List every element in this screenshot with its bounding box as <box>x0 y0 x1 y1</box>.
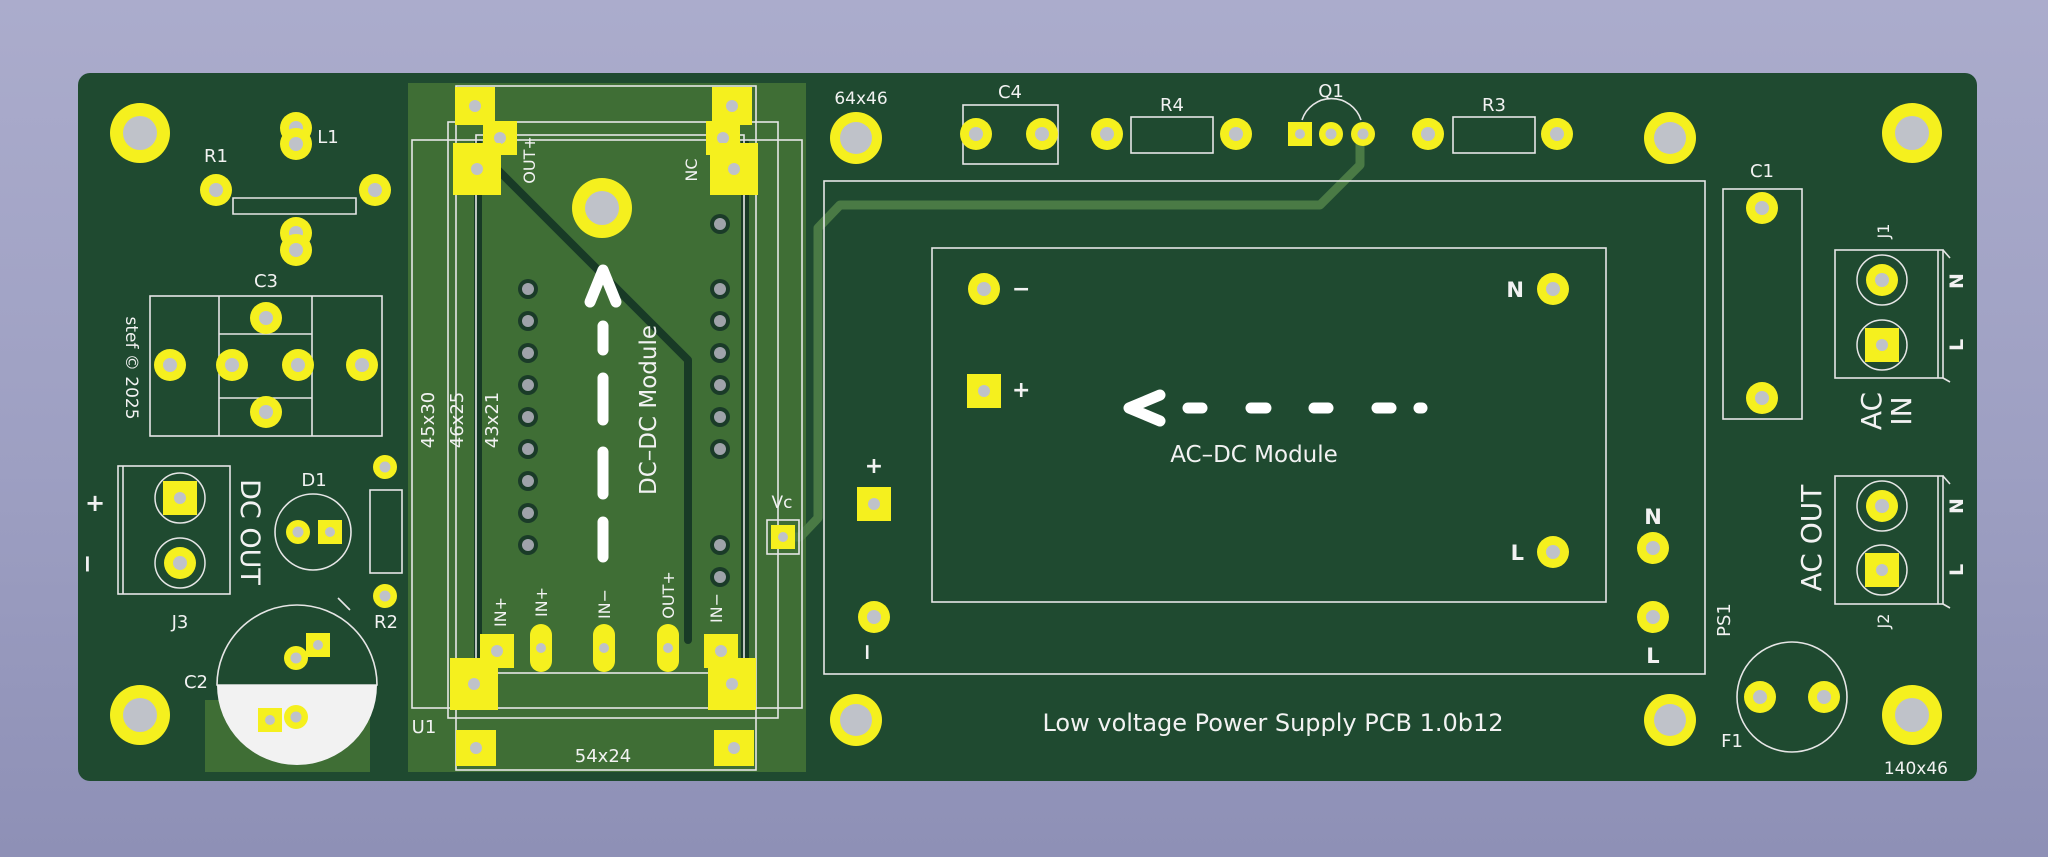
ac-in-title-line1: AC <box>1855 392 1888 430</box>
ac-in-n: N <box>1946 273 1968 289</box>
board-size-label: 140x46 <box>1884 759 1948 779</box>
pin-vc: Vc <box>772 493 793 513</box>
acdc-pin-plus: + <box>1012 378 1030 403</box>
mount-size-label: 64x46 <box>834 89 887 109</box>
pin-in-minus-b: IN− <box>707 593 726 623</box>
label-c4: C4 <box>998 82 1022 103</box>
ac-out-n: N <box>1946 498 1968 514</box>
label-c1: C1 <box>1750 161 1774 182</box>
ac-in-l: L <box>1946 339 1968 351</box>
acdc-module-label: AC–DC Module <box>1170 442 1338 468</box>
pin-out-plus-top: OUT+ <box>520 136 539 183</box>
dcdc-module-label: DC–DC Module <box>636 325 662 495</box>
acdc-pin-l: L <box>1511 541 1524 565</box>
silkscreen-outlines <box>117 85 1951 771</box>
pads <box>154 87 1899 766</box>
label-d1: D1 <box>301 470 326 491</box>
label-r3: R3 <box>1482 95 1506 116</box>
label-j3: J3 <box>171 612 189 633</box>
pin-nc: NC <box>682 158 701 181</box>
acdc-pin-n: N <box>1506 278 1524 302</box>
silkscreen-text: Low voltage Power Supply PCB 1.0b12 140x… <box>73 81 1968 779</box>
dc-out-title: DC OUT <box>234 479 265 585</box>
traces <box>778 130 1365 542</box>
acdc-outer-minus: − <box>855 643 880 661</box>
label-l1: L1 <box>317 127 338 148</box>
label-r4: R4 <box>1160 95 1184 116</box>
pin-in-minus-a: IN− <box>595 589 614 619</box>
label-u1: U1 <box>412 717 437 738</box>
ac-out-l: L <box>1946 564 1968 576</box>
acdc-outer-n: N <box>1644 505 1662 529</box>
acdc-outer-plus: + <box>865 454 883 479</box>
ac-in-title-line2: IN <box>1885 396 1918 425</box>
board-title: Low voltage Power Supply PCB 1.0b12 <box>1042 709 1503 737</box>
label-c2: C2 <box>184 672 208 693</box>
acdc-outer-l: L <box>1646 644 1659 668</box>
screw-rings <box>154 254 1908 596</box>
label-j2: J2 <box>1874 614 1893 630</box>
label-ps1: PS1 <box>1714 603 1735 637</box>
label-j1: J1 <box>1874 224 1893 240</box>
copyright-text: stef © 2025 <box>121 316 141 419</box>
label-r1: R1 <box>204 146 228 167</box>
label-c3: C3 <box>254 271 278 292</box>
acdc-pin-minus: − <box>1012 277 1030 302</box>
ac-out-title: AC OUT <box>1795 484 1828 592</box>
dcdc-flow-arrow <box>584 264 622 563</box>
dc-out-minus: − <box>73 554 101 574</box>
dcdc-size-43x21: 43x21 <box>482 392 503 448</box>
label-q1: Q1 <box>1318 81 1344 102</box>
pin-out-plus-bottom: OUT+ <box>659 571 678 618</box>
dcdc-size-45x30: 45x30 <box>418 392 439 448</box>
label-f1: F1 <box>1721 731 1743 752</box>
dcdc-size-46x25: 46x25 <box>447 392 468 448</box>
pin-in-plus-b: IN+ <box>532 587 551 617</box>
pin-in-plus-a: IN+ <box>491 597 510 627</box>
dc-out-plus: + <box>85 489 105 517</box>
label-r2: R2 <box>374 612 398 633</box>
acdc-flow-arrow <box>1123 389 1428 427</box>
dcdc-size-54x24: 54x24 <box>575 746 631 767</box>
dcdc-clearance <box>474 139 749 692</box>
